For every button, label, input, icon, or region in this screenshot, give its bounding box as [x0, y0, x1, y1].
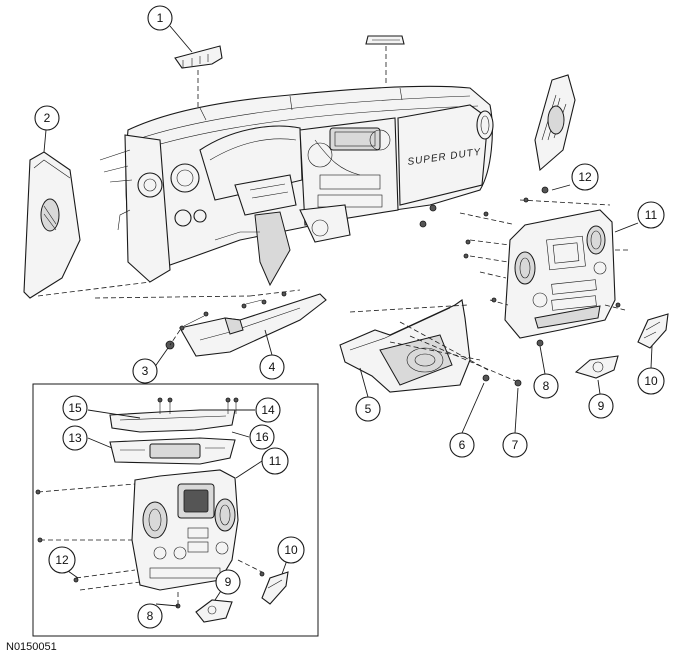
leader-lines — [67, 184, 653, 607]
callout-9-top: 9 — [588, 393, 614, 419]
part-1-defrost-grille — [169, 25, 223, 108]
callout-12-top: 12 — [571, 163, 599, 191]
inset-detail-box — [32, 383, 319, 637]
callout-10-top-label: 10 — [644, 374, 658, 388]
callout-15-label: 15 — [68, 401, 82, 415]
callout-6: 6 — [449, 432, 475, 458]
callout-3: 3 — [132, 358, 158, 384]
callout-13: 13 — [62, 425, 88, 451]
callout-11-top-label: 11 — [645, 208, 658, 222]
callout-13-label: 13 — [68, 431, 82, 445]
callout-8-top-label: 8 — [543, 379, 550, 393]
part-5-center-lower-trim — [339, 299, 471, 393]
callout-2-label: 2 — [44, 111, 51, 125]
callout-14: 14 — [255, 397, 281, 423]
part-4-lower-trim-panel — [94, 289, 327, 357]
instrument-panel-assembly: SUPER DUTY — [99, 85, 494, 287]
callout-16: 16 — [249, 424, 275, 450]
callout-16-label: 16 — [255, 430, 269, 444]
part-11-center-bezel — [504, 209, 616, 339]
callout-1: 1 — [147, 5, 173, 31]
callout-10-top: 10 — [637, 367, 665, 395]
right-side-vent-panel — [534, 74, 576, 172]
callout-12-inset: 12 — [48, 546, 76, 574]
callout-10-inset-label: 10 — [284, 543, 298, 557]
screws-6-7 — [389, 321, 522, 387]
callout-2: 2 — [34, 105, 60, 131]
figure-id: N0150051 — [6, 641, 57, 653]
callout-9-top-label: 9 — [598, 399, 605, 413]
callout-12-top-label: 12 — [578, 170, 592, 184]
callout-6-label: 6 — [459, 438, 466, 452]
callout-3-label: 3 — [142, 364, 149, 378]
callout-4-label: 4 — [269, 360, 276, 374]
callout-4: 4 — [259, 354, 285, 380]
callout-5: 5 — [355, 396, 381, 422]
callout-14-label: 14 — [261, 403, 275, 417]
callout-8-inset: 8 — [137, 603, 163, 629]
callout-15: 15 — [62, 395, 88, 421]
callout-9-inset-label: 9 — [225, 575, 232, 589]
callout-7-label: 7 — [512, 438, 519, 452]
bezel-fastener-lines — [459, 186, 630, 347]
callout-11-top: 11 — [637, 201, 665, 229]
callout-12-inset-label: 12 — [55, 553, 69, 567]
part-2-end-panel — [23, 129, 151, 299]
callout-7: 7 — [502, 432, 528, 458]
defrost-sensor-cover — [365, 35, 405, 84]
part-9-switch-module — [574, 355, 619, 379]
callout-5-label: 5 — [365, 402, 372, 416]
callout-10-inset: 10 — [277, 536, 305, 564]
callout-8-inset-label: 8 — [147, 609, 154, 623]
callout-1-label: 1 — [157, 11, 164, 25]
callout-9-inset: 9 — [215, 569, 241, 595]
callout-11-inset-label: 11 — [269, 454, 282, 468]
part-10-bracket — [637, 313, 669, 349]
callout-8-top: 8 — [533, 373, 559, 399]
callout-11-inset: 11 — [261, 447, 289, 475]
